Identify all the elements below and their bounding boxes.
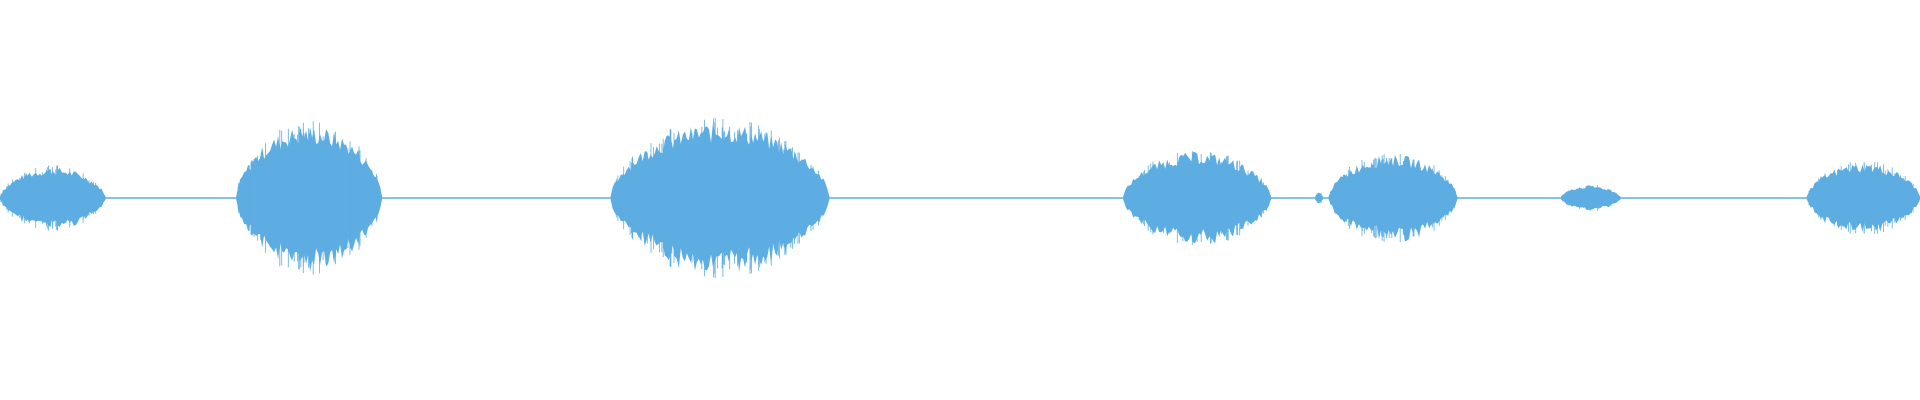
waveform-segment: [1561, 185, 1621, 210]
waveform-segment: [236, 127, 383, 272]
waveform-segment: [1328, 154, 1458, 242]
waveform-segment: [1806, 164, 1920, 232]
waveform-segment: [610, 122, 830, 272]
waveform-segment: [1315, 192, 1323, 204]
waveform-shape: [0, 117, 1920, 279]
